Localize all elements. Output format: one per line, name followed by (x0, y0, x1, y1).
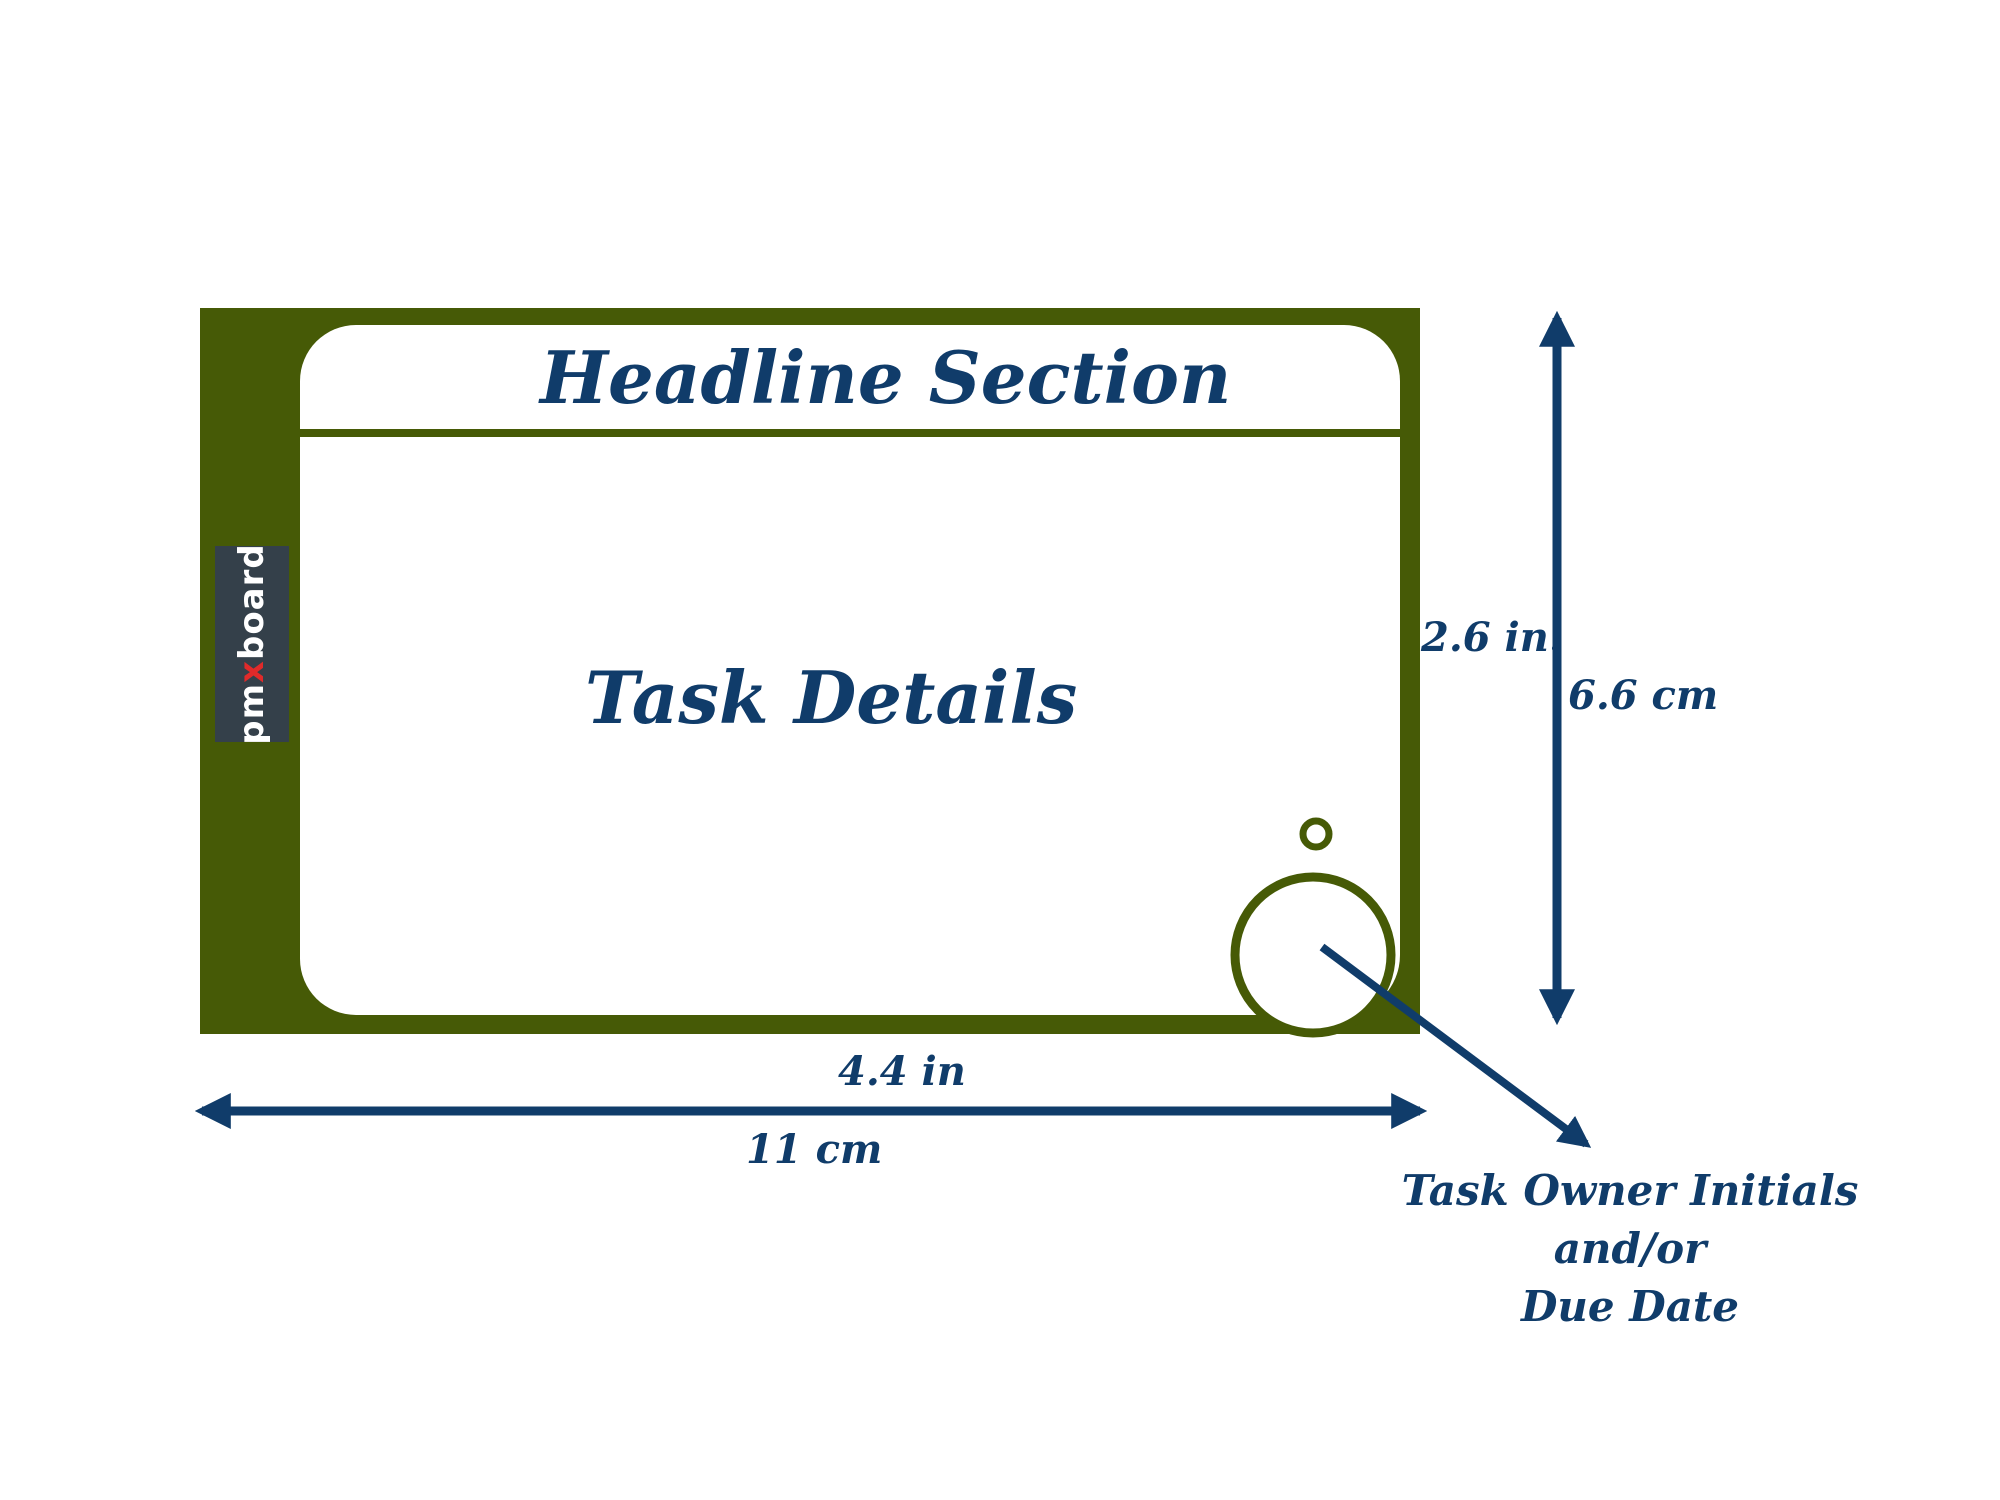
callout-pointer-arrow (1319, 943, 1592, 1148)
headline-divider (298, 429, 1402, 437)
height-inches-label: 2.6 in. (1421, 614, 1563, 661)
card-inner-panel (300, 325, 1400, 1015)
logo-accent: x (232, 660, 272, 683)
width-cm-label: 11 cm (746, 1126, 883, 1173)
height-cm-label: 6.6 cm (1568, 672, 1719, 719)
task-details-label: Task Details (585, 655, 1078, 740)
headline-section-label: Headline Section (540, 335, 1232, 420)
pmxboard-logo: pmxboard (215, 543, 289, 745)
callout-task-owner-initials: Task Owner Initials (1401, 1166, 1859, 1215)
callout-and-or: and/or (1553, 1224, 1707, 1273)
callout-due-date: Due Date (1520, 1282, 1740, 1331)
logo-prefix: pm (232, 682, 272, 745)
logo-wordmark: pmxboard (232, 543, 272, 744)
width-inches-label: 4.4 in (838, 1048, 966, 1095)
logo-suffix: board (232, 543, 272, 661)
initials-circle (1230, 872, 1396, 1038)
initials-circle-tab (1299, 817, 1333, 851)
